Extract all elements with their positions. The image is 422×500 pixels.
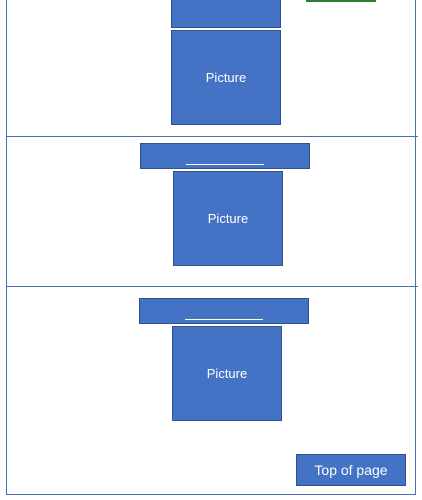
section-2-title-placeholder [186, 164, 264, 165]
green-accent-line [306, 0, 376, 2]
section-2-picture: Picture [173, 171, 283, 266]
top-of-page-button[interactable]: Top of page [296, 454, 406, 486]
section-divider-1 [6, 136, 418, 137]
section-3-title-placeholder [185, 319, 263, 320]
section-2-title-bar [140, 143, 310, 169]
section-1-picture-label: Picture [205, 70, 247, 85]
top-of-page-label: Top of page [314, 462, 388, 478]
section-1-picture: Picture [171, 30, 281, 125]
section-divider-2 [6, 286, 418, 287]
section-3-picture: Picture [172, 326, 282, 421]
section-3-picture-label: Picture [206, 366, 248, 381]
section-2-picture-label: Picture [207, 211, 249, 226]
section-1-title-bar [171, 0, 281, 28]
section-3-title-bar [139, 298, 309, 324]
